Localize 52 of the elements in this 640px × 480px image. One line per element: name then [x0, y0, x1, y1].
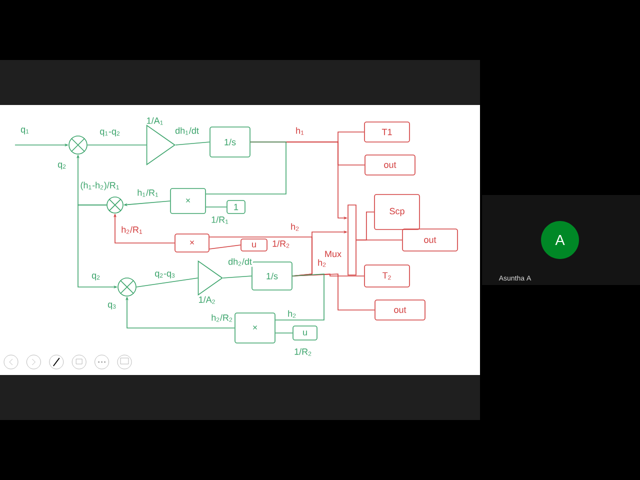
summing-junction	[118, 278, 136, 296]
block-box: 1/s	[210, 126, 250, 158]
connector	[275, 332, 293, 334]
block-caption: 1/R$_{1}$	[212, 216, 228, 224]
connector	[206, 142, 286, 194]
block-caption: Mux	[325, 250, 342, 258]
summing-junction	[106, 196, 124, 214]
block-box: out	[402, 228, 458, 252]
edge-label: q$_{2}$-q$_{3}$	[154, 270, 176, 280]
edge-label: h$_{2}$/R$_{2}$	[210, 313, 234, 323]
block-box: T$_{2}$	[364, 264, 410, 288]
connector	[87, 144, 147, 146]
edge-label: h$_{2}$	[290, 222, 300, 232]
connector	[209, 244, 241, 250]
avatar-initial: A	[555, 235, 565, 245]
block-box: ×	[234, 312, 276, 344]
edge-label: h$_{2}$/R$_{1}$	[120, 225, 144, 235]
edge-label: q$_{2}$	[90, 272, 102, 282]
edge-label: h$_{2}$	[286, 309, 298, 319]
block-caption: 1/R$_{2}$	[272, 240, 290, 248]
block-caption: 1/A$_{1}$	[147, 117, 163, 125]
summing-junction	[68, 136, 88, 154]
edge-label: dh$_{1}$/dt	[174, 126, 200, 136]
edge-label: h$_{1}$/R$_{1}$	[136, 188, 160, 198]
connector	[175, 142, 210, 146]
block-box: Scp	[374, 194, 420, 230]
block-caption: 1/A$_{2}$	[199, 296, 215, 304]
edge-label: q$_{1}$	[20, 126, 30, 136]
edge-label: q$_{2}$	[56, 162, 68, 170]
connector	[136, 278, 198, 288]
signal-label: (h$_{1}$-h$_{2}$)/R$_{1}$	[80, 182, 119, 190]
gain-block	[146, 124, 176, 166]
mux-bar	[348, 204, 356, 276]
edge-label: h$_{1}$	[294, 126, 306, 136]
block-box: out	[364, 154, 416, 176]
connector	[222, 276, 252, 278]
connector	[292, 274, 375, 310]
block-box: ×	[170, 188, 206, 214]
edge-label: dh$_{2}$/dt	[227, 257, 253, 267]
block-box: 1/s	[252, 262, 292, 290]
signal-label: q$_{3}$	[108, 302, 116, 310]
block-box: out	[374, 300, 426, 320]
edge-label: q$_{1}$-q$_{2}$	[98, 128, 122, 138]
block-box: u	[292, 326, 318, 340]
block-box: T1	[364, 122, 410, 142]
connector	[206, 206, 227, 208]
connector	[275, 274, 324, 320]
block-box: 1	[226, 200, 246, 214]
block-box: ×	[174, 234, 210, 252]
block-box: u	[240, 238, 268, 252]
edge-label: h$_{2}$	[316, 258, 328, 268]
block-caption: 1/R$_{2}$	[294, 348, 312, 356]
